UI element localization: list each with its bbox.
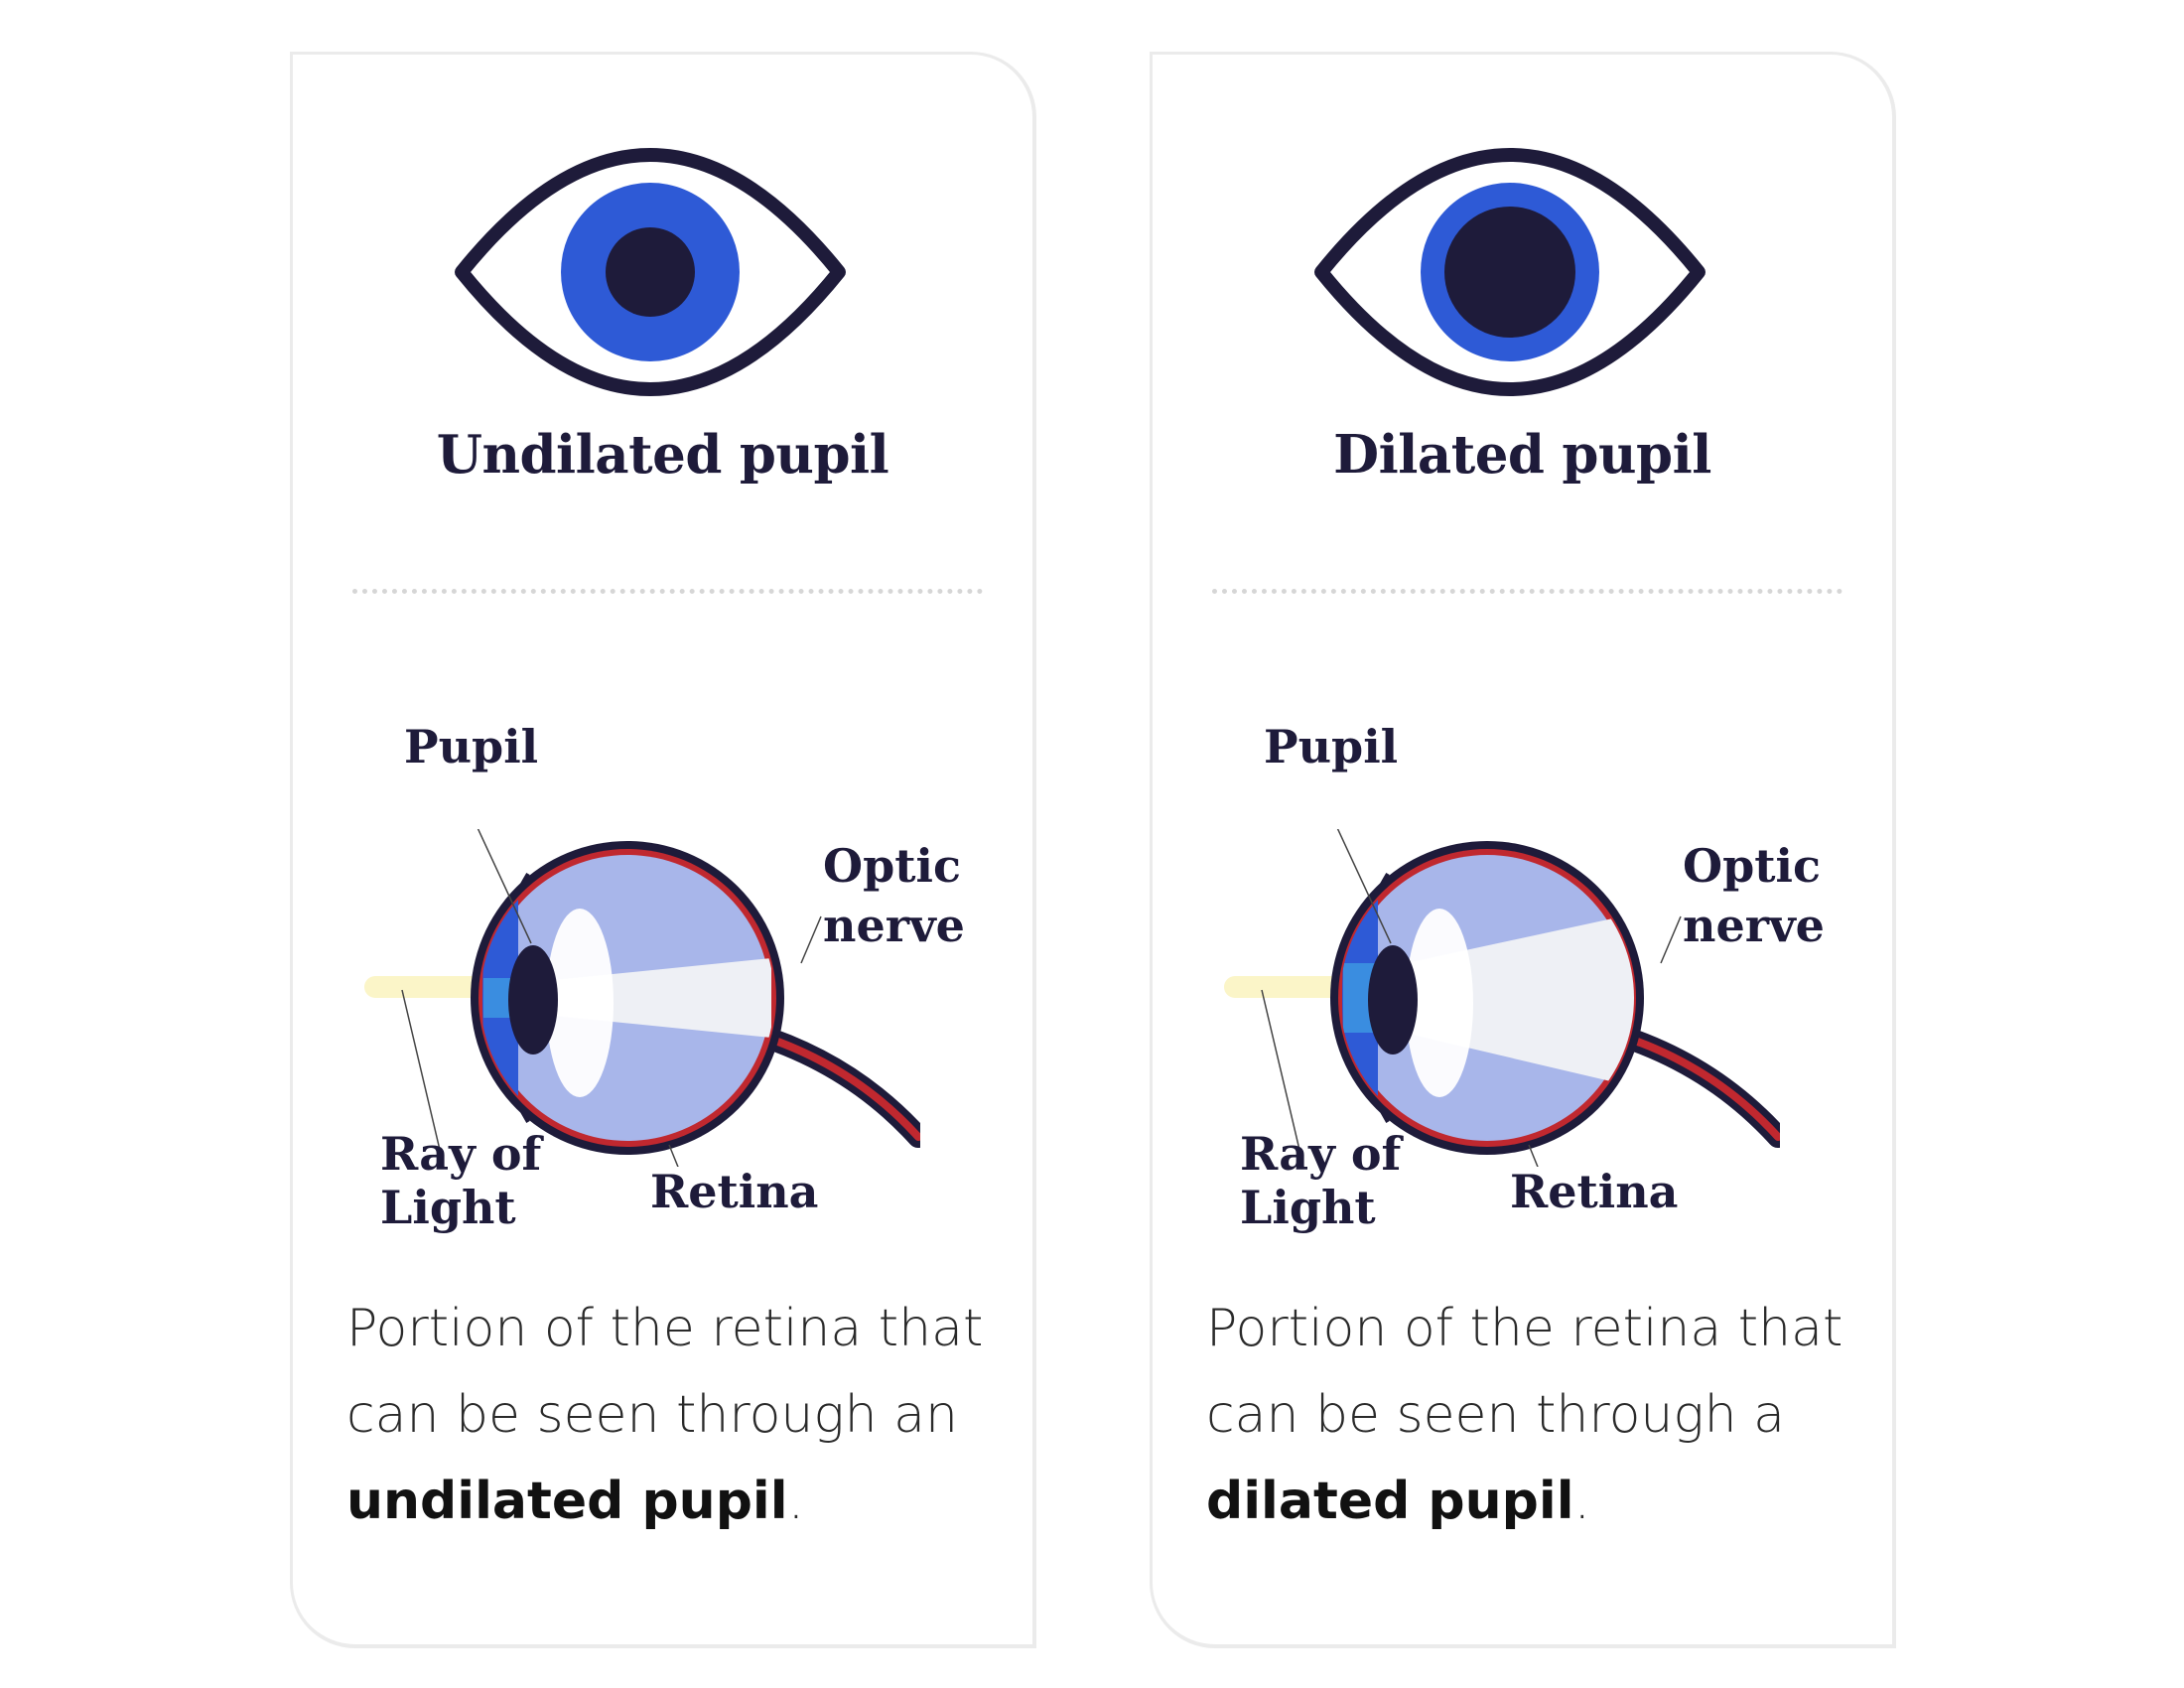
pupil-opening — [508, 945, 558, 1055]
caption-period: . — [787, 1472, 805, 1531]
caption-bold: undilated pupil — [346, 1472, 788, 1531]
undilated-eye-front-icon — [455, 148, 846, 396]
dilated-pupil-card: Dilated pupil Pupil Optic nerve Ray of L… — [1150, 52, 1896, 1648]
undilated-eye-cross-section — [364, 829, 920, 1167]
retina-label: Retina — [1510, 1165, 1679, 1218]
dilated-eye-front-icon — [1314, 148, 1706, 396]
caption-line-3: undilated pupil. — [346, 1459, 1022, 1545]
undilated-heading: Undilated pupil — [436, 424, 889, 486]
dotted-divider — [352, 589, 983, 594]
light-label: Light — [380, 1181, 516, 1234]
dilated-eye-cross-section — [1224, 829, 1780, 1167]
nerve-label: nerve — [823, 899, 965, 952]
caption-line-2: can be seen through a — [1206, 1385, 1785, 1445]
pupil-small — [606, 227, 695, 317]
caption-line-3: dilated pupil. — [1206, 1459, 1881, 1545]
lens — [1406, 909, 1473, 1097]
caption-period: . — [1573, 1472, 1591, 1531]
retina-label: Retina — [650, 1165, 819, 1218]
pupil-large — [1444, 207, 1575, 338]
undilated-pupil-card: Undilated pupil Pupil Optic nerve Ray — [290, 52, 1036, 1648]
dilated-heading: Dilated pupil — [1333, 424, 1711, 486]
light-label: Light — [1240, 1181, 1376, 1234]
optic-label: Optic — [823, 839, 961, 893]
caption-line-2: can be seen through an — [346, 1385, 958, 1445]
pupil-label: Pupil — [404, 720, 539, 774]
nerve-label: nerve — [1683, 899, 1825, 952]
caption-line-1: Portion of the retina that — [1206, 1299, 1843, 1358]
caption-line-1: Portion of the retina that — [346, 1299, 984, 1358]
ray-label: Ray of — [1240, 1127, 1402, 1181]
ray-label: Ray of — [380, 1127, 542, 1181]
pupil-label: Pupil — [1264, 720, 1399, 774]
pupil-opening — [1368, 945, 1418, 1055]
lens — [546, 909, 614, 1097]
dotted-divider — [1212, 589, 1843, 594]
optic-label: Optic — [1683, 839, 1821, 893]
caption-bold: dilated pupil — [1206, 1472, 1574, 1531]
